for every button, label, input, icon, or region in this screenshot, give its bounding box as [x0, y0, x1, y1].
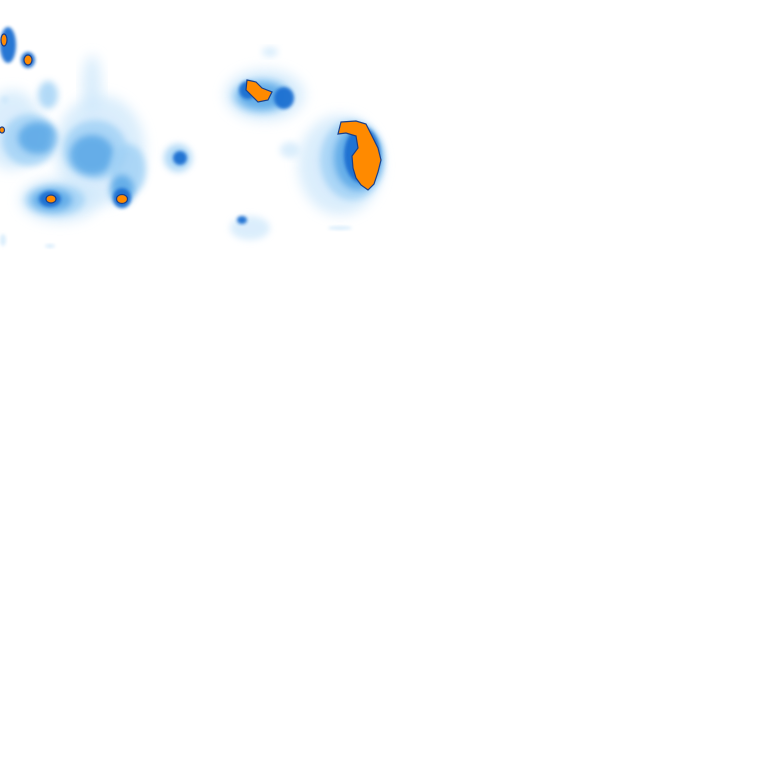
precip-cell-small-isolated — [164, 144, 192, 172]
precip-speckles — [0, 96, 352, 248]
precip-cell-south-small — [230, 216, 270, 240]
precip-cell-left-edge — [0, 27, 58, 170]
intense-core-bottom-left — [45, 194, 57, 204]
intense-core-top-center — [245, 79, 273, 103]
intense-core-east-large — [337, 120, 382, 191]
intense-core-left-edge — [0, 33, 33, 134]
precip-cell-center-left — [55, 55, 146, 208]
precip-cell-bottom-left — [20, 178, 100, 222]
intense-core-center-left — [115, 193, 129, 205]
